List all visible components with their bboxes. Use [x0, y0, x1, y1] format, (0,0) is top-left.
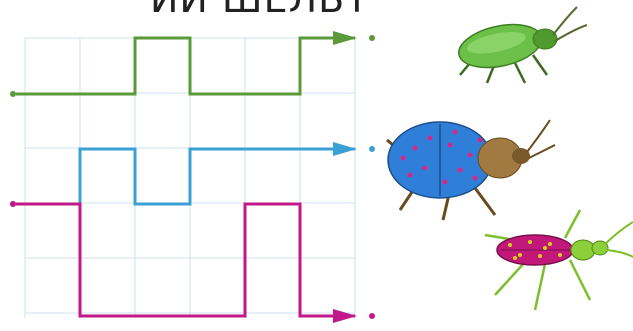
green-start-dot [10, 91, 16, 97]
green-beetle-icon [458, 6, 588, 84]
magenta-start-dot [10, 201, 16, 207]
magenta-beetle-icon [484, 209, 633, 311]
blue-signal-line [25, 147, 355, 206]
magenta-arrowhead [333, 309, 357, 323]
blue-arrowhead [333, 142, 357, 156]
green-signal-line [25, 36, 355, 96]
blue-beetle-icon [386, 119, 556, 221]
magenta-end-dot [369, 313, 375, 319]
green-arrowhead [333, 31, 357, 45]
green-end-dot [369, 35, 375, 41]
page-heading: ИИ ШЕЛЬТ [150, 0, 369, 21]
signal-waveforms [10, 31, 375, 323]
blue-end-dot [369, 146, 375, 152]
magenta-signal-line [25, 202, 355, 318]
